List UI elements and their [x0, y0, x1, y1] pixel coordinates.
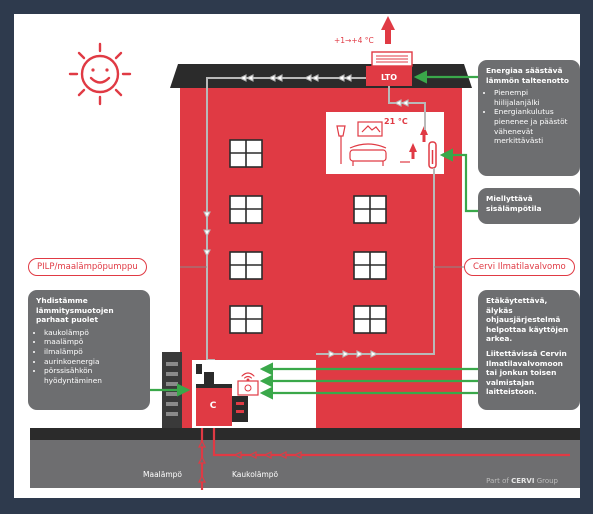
- ground-soil: [30, 440, 580, 488]
- pipe-flow-arrows: [198, 439, 302, 483]
- lto-label: LTO: [381, 73, 397, 82]
- energy-bullet: Energiankulutus pienenee ja päästöt vähe…: [494, 107, 572, 145]
- comfort-title: Miellyttävä sisälämpötila: [486, 194, 542, 213]
- heating-source-item: pörssisähkön hyödyntäminen: [44, 366, 142, 385]
- heat-pump-pill: PILP/maalämpöpumppu: [28, 258, 147, 276]
- radiator-icon: [232, 396, 248, 422]
- heating-sources-box: Yhdistämme lämmitysmuotojen parhaat puol…: [28, 290, 150, 410]
- living-room-icon: [336, 121, 410, 166]
- ground-heat-label: Maalämpö: [143, 470, 182, 479]
- lto-unit: [366, 51, 413, 86]
- brand-logo: Part of CERVI Group: [486, 477, 558, 485]
- air-monitoring-pill: Cervi Ilmatilavalvomo: [464, 258, 575, 276]
- room-temp: 21 °C: [384, 117, 408, 126]
- remote-control-text-2: Liitettävissä Cervin Ilmatilavalvomoon t…: [486, 348, 567, 397]
- heating-source-item: maalämpö: [44, 337, 142, 347]
- heating-source-item: ilmalämpö: [44, 347, 142, 357]
- wifi-icon: [241, 372, 255, 382]
- windows: [229, 139, 387, 334]
- heating-source-item: aurinkoenergia: [44, 357, 142, 367]
- warm-air-arrow-icon: [409, 126, 428, 159]
- exhaust-temp: +1→+4 °C: [334, 36, 374, 45]
- heat-arrow-icon: [381, 16, 395, 44]
- comfort-box: Miellyttävä sisälämpötila: [478, 188, 580, 224]
- ground-surface: [30, 428, 580, 440]
- district-heat-label: Kaukolämpö: [232, 470, 279, 479]
- controller-unit: [237, 380, 259, 396]
- energy-bullet: Pienempi hiilijalanjälki: [494, 88, 572, 107]
- boiler-label: C: [210, 401, 217, 411]
- green-arrows: [150, 70, 478, 400]
- sun-icon: [68, 42, 132, 106]
- heating-source-item: kaukolämpö: [44, 328, 142, 338]
- energy-recovery-title: Energiaa säästävä lämmön talteenotto: [486, 66, 569, 85]
- remote-control-text-1: Etäkäytettävä, älykäs ohjausjärjestelmä …: [486, 296, 569, 344]
- thermostat-icon: [428, 141, 437, 169]
- heat-pump-unit: [196, 386, 232, 426]
- duct-flow-arrows: [203, 74, 409, 358]
- heating-sources-title: Yhdistämme lämmitysmuotojen parhaat puol…: [36, 296, 114, 325]
- remote-control-box: Etäkäytettävä, älykäs ohjausjärjestelmä …: [478, 290, 580, 410]
- energy-recovery-box: Energiaa säästävä lämmön talteenotto Pie…: [478, 60, 580, 176]
